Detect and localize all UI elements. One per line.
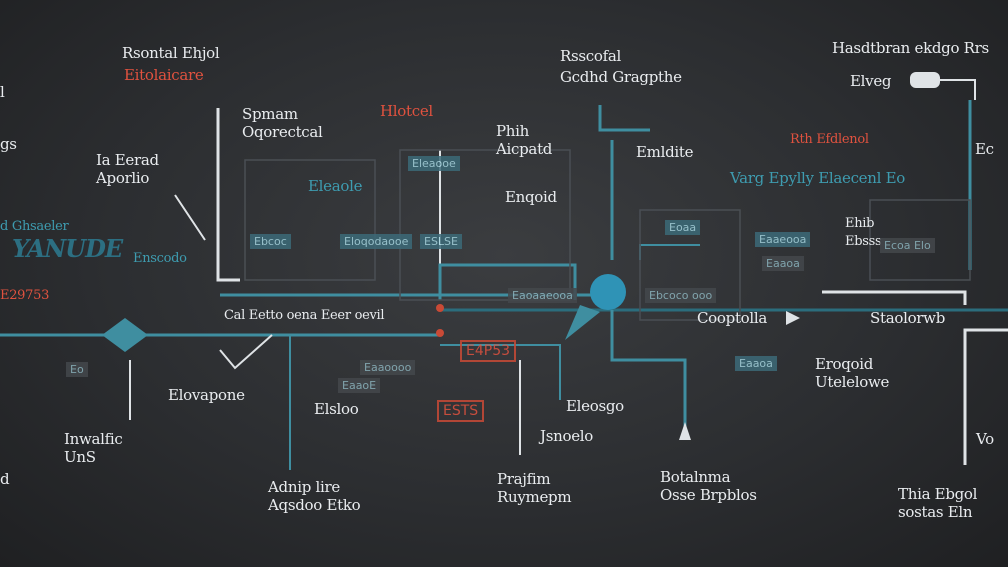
chip-4: ESLSE: [420, 234, 462, 249]
box-connector: [438, 263, 577, 300]
label-prajfim: Prajfim Ruymepm: [497, 470, 572, 506]
arrow-up-1: [679, 422, 691, 440]
chip-5: Eaoaaeooa: [508, 288, 577, 303]
panel-box-4: [869, 199, 971, 281]
chip-12: Eaaoa: [735, 356, 777, 371]
chip-14: Eo: [66, 362, 88, 377]
label-top-left-title: Rsontal Ehjol: [122, 44, 220, 62]
label-top-right-title: Hasdtbran ekdgo Rrs: [832, 39, 989, 57]
label-center-strip: Cal Eetto oena Eeer oevil: [224, 308, 385, 323]
panel-box-2: [399, 149, 571, 301]
label-ehib: Ehib Ebsss: [845, 216, 882, 249]
label-jsnoelo: Jsnoelo: [540, 427, 594, 445]
label-red-right-top: Rth Efdlenol: [790, 132, 869, 147]
label-spam: Spmam Oqorectcal: [242, 105, 323, 141]
label-adnip: Adnip lire Aqsdoo Etko: [268, 478, 361, 514]
right-lower-bracket: [963, 328, 1008, 465]
panel-box-3: [639, 209, 741, 321]
chip-2: Eloqodaooe: [340, 234, 413, 249]
chip-10: Eoaa: [665, 220, 701, 235]
label-invalfic: Inwalfic UnS: [64, 430, 123, 466]
panel-boxes: [244, 149, 971, 321]
checkmark-pointer: [219, 334, 273, 370]
label-rlovapone: Elovapone: [168, 386, 245, 404]
hub-node: [590, 274, 626, 310]
chip-9: Ecoa Elo: [880, 238, 935, 253]
bracket-left: [216, 108, 240, 282]
label-botalinu: Botalnma Osse Brpblos: [660, 468, 757, 504]
label-big-left: YANUDE: [12, 234, 123, 263]
label-teal-center: Eleaole: [308, 177, 363, 195]
label-eleosgo: Eleosgo: [566, 397, 624, 415]
connector-lines: [0, 79, 1008, 470]
label-far-right-top: Ec: [975, 140, 994, 158]
down-connector: [610, 310, 687, 440]
label-the-ebgol: Thia Ebgol sostas Eln: [898, 485, 978, 521]
label-left-side-1: Ia Eerad Aporlio: [96, 151, 159, 187]
label-red-left-bar: E29753: [0, 288, 50, 303]
label-left-small-red: d Ghsaeler: [0, 219, 69, 234]
chip-1: Eleaooe: [408, 156, 460, 171]
label-top-center-title: Rsscofal: [560, 47, 622, 65]
label-left-edge-1: l: [0, 83, 5, 101]
red-box-center: E4P53: [460, 340, 517, 362]
lower-mid-connector: [440, 344, 561, 400]
label-top-center-sub: Gcdhd Gragpthe: [560, 68, 682, 86]
label-phib: Phih Aicpatd: [496, 122, 553, 158]
chip-13: EaaoE: [338, 378, 381, 393]
chip-7: Eaaeooa: [755, 232, 811, 247]
label-top-right-sub: Elveg: [850, 72, 892, 90]
red-box-mid: ESTS: [437, 400, 485, 422]
dot-node-1: [436, 304, 444, 312]
top-connector: [598, 105, 650, 132]
label-emldite: Emldite: [636, 143, 694, 161]
label-enqoid: Enqoid: [505, 188, 557, 206]
label-right-arrow: Cooptolla: [697, 309, 768, 327]
dot-node-2: [436, 329, 444, 337]
label-staplom: Staolorwb: [870, 309, 946, 327]
diamond-node-left: [102, 318, 148, 352]
chip-8: Eaaoa: [762, 256, 804, 271]
label-vo: Vo: [976, 430, 994, 448]
label-eroged: Eroqoid Utelelowe: [815, 355, 890, 391]
pointer-tip: [910, 72, 940, 88]
arrow-right-1: [786, 311, 800, 325]
chip-6: Ebcoco ooo: [645, 288, 717, 303]
right-bracket: [822, 290, 967, 305]
label-elslo: Elsloo: [314, 400, 359, 418]
label-red-top: Hlotcel: [380, 102, 433, 120]
hub-node-tail: [565, 305, 600, 340]
label-top-left-sub: Eitolaicare: [124, 66, 204, 84]
left-diagonal: [174, 194, 206, 241]
label-left-teal-text: Enscodo: [133, 251, 187, 266]
nodes: [102, 72, 940, 440]
label-left-edge-2: gs: [0, 135, 17, 153]
panel-box-1: [244, 159, 376, 281]
chip-11: Eaaoooo: [360, 360, 416, 375]
label-left-bottom: d: [0, 470, 10, 488]
teal-branch-right: [639, 244, 700, 260]
chip-3: Ebcoc: [250, 234, 291, 249]
label-teal-right: Varg Epylly Elaecenl Eo: [730, 169, 905, 187]
